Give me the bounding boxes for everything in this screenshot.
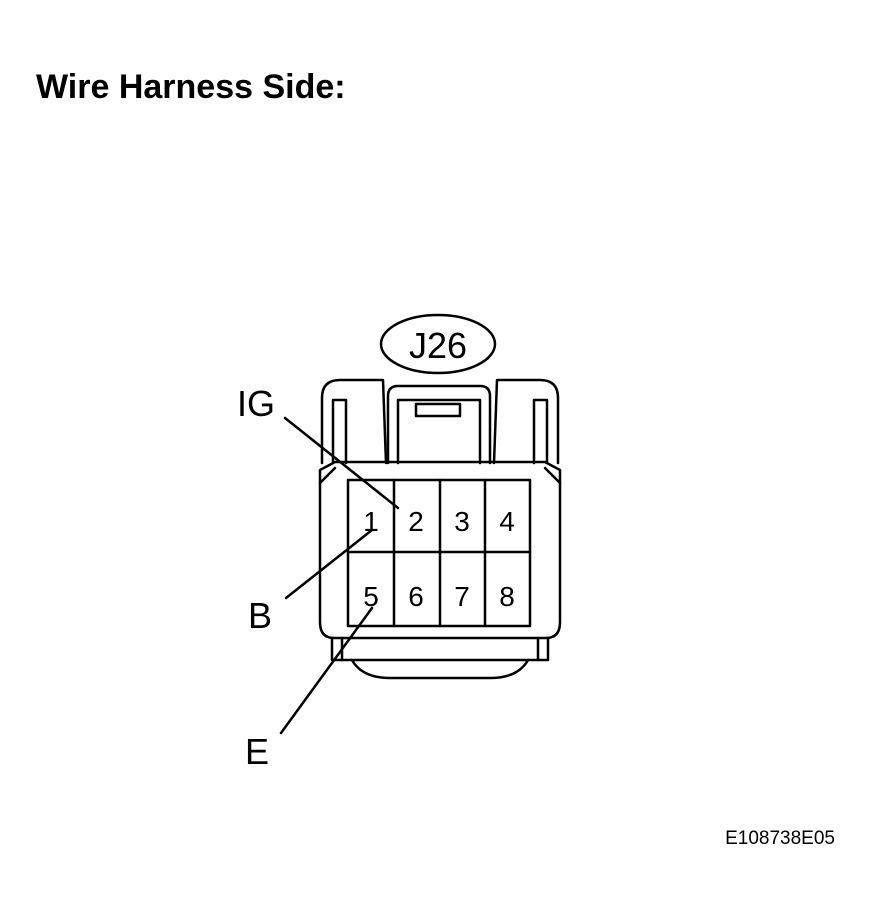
center-lock-tab [386,384,492,465]
body-chamfer-right [543,466,562,485]
bottom-skirt [330,636,550,662]
pin-1: 1 [363,506,379,537]
wire-labels: IG B E [237,383,275,772]
page-title: Wire Harness Side: [36,68,346,106]
right-latch [492,378,560,465]
leader-line-e [279,606,374,735]
pin-4: 4 [499,506,515,537]
bottom-rounded-edge [350,658,530,680]
connector-id-ellipse [379,313,497,375]
pin-7: 7 [454,581,470,612]
lock-slot [414,402,462,418]
connector-id-label: J26 [409,325,467,366]
label-b: B [248,595,272,636]
leader-lines [279,416,400,735]
connector-id-callout: J26 [379,313,497,375]
center-lock-tab-inner [396,398,482,465]
leader-line-b [284,528,374,600]
pin-8: 8 [499,581,515,612]
label-ig: IG [237,383,275,424]
pin-5: 5 [363,581,379,612]
pin-3: 3 [454,506,470,537]
reference-code: E108738E05 [725,828,835,849]
pin-numbers: 1 2 3 4 5 6 7 8 [363,506,515,612]
connector-body [318,460,562,640]
left-latch [320,378,388,465]
body-chamfer-left [318,466,337,485]
pin-2: 2 [408,506,424,537]
left-latch-inner [331,398,348,465]
connector-housing [318,378,562,680]
label-e: E [245,731,269,772]
pin-6: 6 [408,581,424,612]
leader-line-ig [283,416,400,510]
right-latch-inner [532,398,549,465]
